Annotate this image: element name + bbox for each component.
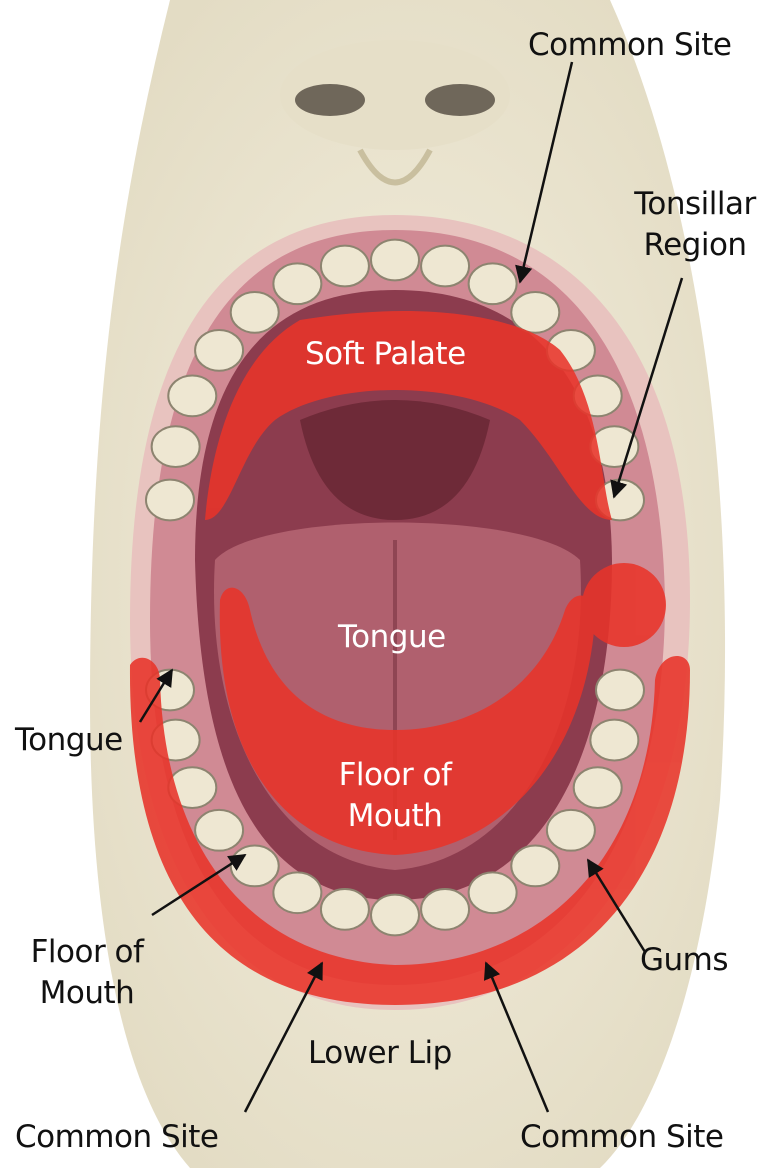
tooth	[194, 328, 245, 372]
tooth	[194, 808, 245, 852]
label-tonsillar-region: Tonsillar Region	[620, 184, 770, 266]
tooth	[467, 262, 518, 306]
lower-lip-gum-region	[129, 656, 690, 1005]
tooth	[167, 374, 218, 418]
label-tonsillar-line1: Tonsillar	[634, 186, 756, 222]
label-common-site-bottom-left: Common Site	[15, 1119, 219, 1155]
tooth	[370, 893, 420, 937]
arrow-common-site-bottom-right	[483, 961, 550, 1113]
label-floor-left-line1: Floor of	[30, 934, 144, 970]
tooth	[145, 478, 195, 522]
label-floor-of-mouth-inner: Floor of Mouth	[320, 755, 470, 837]
pointer-arrows	[138, 61, 684, 1113]
tooth	[150, 425, 201, 468]
tooth	[595, 668, 645, 712]
arrow-floor-of-mouth	[151, 853, 247, 917]
tonsillar-region-area	[582, 563, 666, 647]
tooth	[319, 244, 370, 288]
arrow-gums	[586, 858, 647, 953]
label-floor-inner-line2: Mouth	[347, 798, 443, 834]
label-floor-left-line2: Mouth	[39, 975, 135, 1011]
soft-palate-region	[205, 311, 612, 520]
label-common-site-bottom-right: Common Site	[520, 1119, 724, 1155]
label-tonsillar-line2: Region	[643, 227, 747, 263]
label-floor-inner-line1: Floor of	[338, 757, 452, 793]
tooth	[420, 887, 471, 931]
label-soft-palate: Soft Palate	[305, 336, 466, 372]
tongue-floor-region	[219, 587, 596, 855]
label-tongue-inner: Tongue	[338, 619, 446, 655]
tooth	[572, 766, 623, 810]
tooth	[272, 871, 323, 915]
arrow-tongue	[138, 668, 174, 723]
nose	[280, 40, 510, 186]
label-common-site-top: Common Site	[528, 27, 732, 63]
tooth	[545, 808, 596, 852]
arrow-common-site-top	[515, 61, 574, 284]
tooth	[467, 871, 518, 915]
tooth	[229, 290, 280, 334]
tooth	[272, 262, 323, 306]
tooth	[370, 238, 420, 282]
label-floor-of-mouth-left: Floor of Mouth	[12, 932, 162, 1014]
tooth	[589, 718, 640, 762]
label-lower-lip: Lower Lip	[308, 1035, 452, 1071]
tooth	[420, 244, 471, 288]
label-gums: Gums	[640, 942, 729, 978]
throat	[300, 400, 490, 520]
tooth	[319, 887, 370, 931]
label-tongue-left: Tongue	[15, 722, 123, 758]
arrow-tonsillar-region	[610, 277, 684, 499]
tooth	[229, 844, 280, 888]
tooth	[510, 844, 561, 888]
highlight-regions	[129, 311, 690, 1005]
arrow-common-site-bottom-left	[243, 961, 324, 1113]
tooth	[510, 290, 561, 334]
